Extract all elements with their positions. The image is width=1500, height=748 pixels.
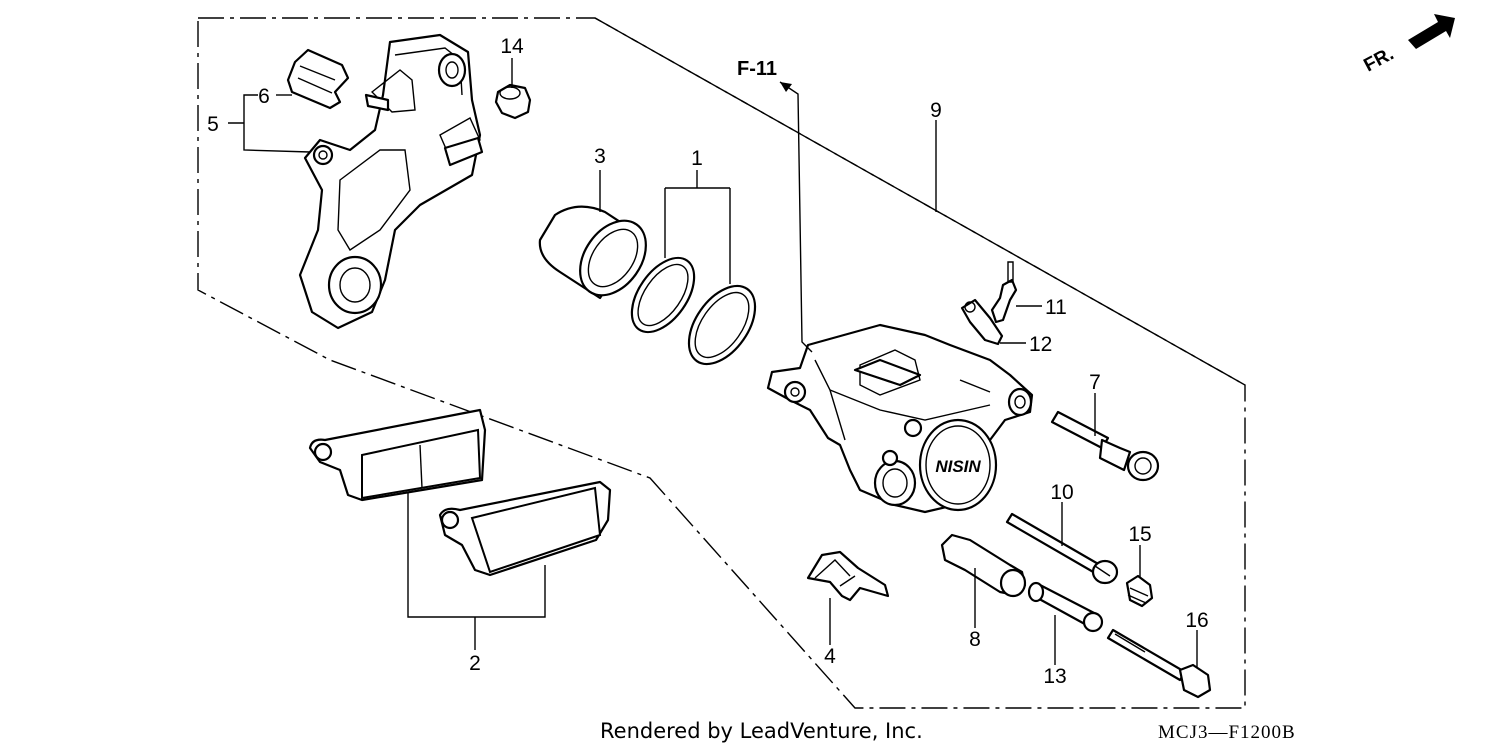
render-credit: Rendered by LeadVenture, Inc.: [600, 719, 923, 743]
callout-7: 7: [1089, 371, 1101, 394]
bleeder-cap[interactable]: [494, 83, 532, 120]
callout-4: 4: [824, 645, 836, 668]
slide-pin-boot[interactable]: [940, 533, 1027, 598]
front-arrow-icon: [1408, 14, 1455, 49]
pad-spring[interactable]: [286, 48, 350, 110]
callout-12: 12: [1029, 333, 1052, 356]
figure-reference: F-11: [737, 58, 777, 80]
callout-14: 14: [500, 35, 524, 58]
caliper-bracket[interactable]: [298, 33, 484, 330]
callout-numbers: 1 2 3 4 5 6 7 8 9 10 11 12 13 14 15 16: [207, 35, 1209, 688]
callout-15: 15: [1128, 523, 1151, 546]
leader-lines: [228, 58, 1198, 668]
callout-9: 9: [930, 99, 942, 122]
brake-pad-set[interactable]: [308, 408, 612, 577]
bleeder-screw[interactable]: [990, 261, 1018, 324]
bleeder-clip[interactable]: [960, 298, 1004, 346]
callout-10: 10: [1050, 481, 1073, 504]
piston-seal-set[interactable]: [619, 247, 768, 376]
slide-pin-a[interactable]: [1050, 410, 1160, 482]
assembly-outline: [197, 17, 1246, 709]
callout-11: 11: [1045, 296, 1067, 319]
callout-13: 13: [1043, 665, 1066, 688]
callout-8: 8: [969, 628, 981, 651]
pin-sleeve[interactable]: [1027, 581, 1104, 633]
callout-5: 5: [207, 113, 219, 136]
pad-retainer[interactable]: [806, 550, 890, 602]
caliper-bolt[interactable]: [1106, 628, 1212, 699]
callout-6: 6: [258, 85, 270, 108]
callout-1: 1: [691, 147, 703, 170]
caliper-logo: NISIN: [935, 457, 981, 476]
front-direction-indicator: FR.: [1360, 14, 1455, 76]
caliper-body[interactable]: NISIN: [766, 323, 1034, 514]
slide-pin-b[interactable]: [1005, 512, 1119, 585]
callout-3: 3: [594, 145, 606, 168]
front-label: FR.: [1360, 44, 1397, 77]
diagram-code: MCJ3—F1200B: [1158, 722, 1296, 743]
caliper-piston[interactable]: [538, 205, 660, 308]
callout-16: 16: [1185, 609, 1208, 632]
callout-2: 2: [469, 652, 481, 675]
caliper-group-outline: [594, 17, 1246, 386]
pin-boot[interactable]: [1125, 574, 1154, 608]
